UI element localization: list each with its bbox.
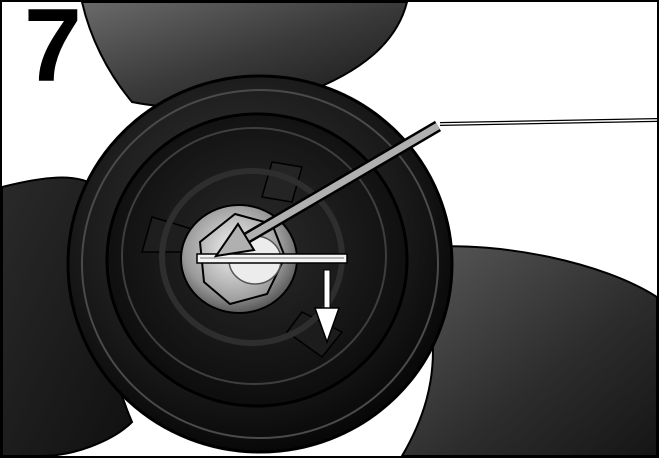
step-number: 7	[24, 0, 80, 98]
